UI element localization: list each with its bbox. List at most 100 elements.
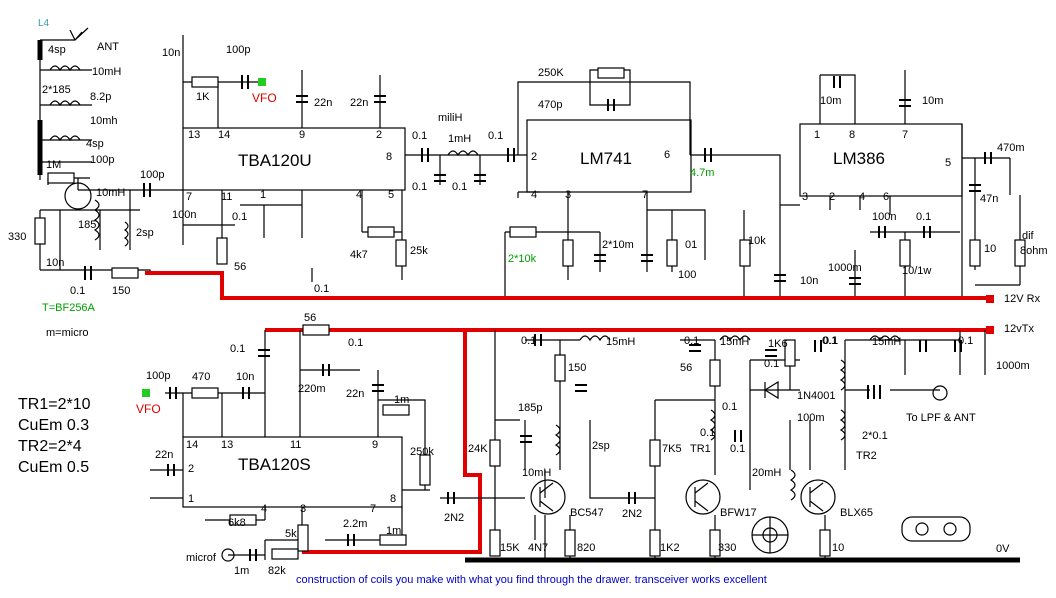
label-15mh-b: 15mH <box>720 336 749 348</box>
label-0.1-l: 0.1 <box>521 335 536 347</box>
label-0.1-q: 0.1 <box>700 427 715 439</box>
pin: 8 <box>386 151 392 163</box>
label-0.1-s: 0.1 <box>822 335 837 347</box>
label-10m: 10m <box>820 95 841 107</box>
pin: 6 <box>883 191 889 203</box>
label-0.1-f: 0.1 <box>412 181 427 193</box>
label-milih: miliH <box>438 112 462 124</box>
pin: 11 <box>221 191 232 203</box>
label-15mh-c: 15mH <box>872 336 901 348</box>
label-tr2: TR2 <box>856 450 877 462</box>
note-cuem1: CuEm 0.3 <box>18 417 89 434</box>
caption: construction of coils you make with what… <box>296 574 767 586</box>
label-22n-b: 22n <box>350 97 368 109</box>
label-100m: 100m <box>797 412 825 424</box>
label-12v-rx: 12V Rx <box>1004 293 1041 305</box>
label-4k7: 4k7 <box>350 249 368 261</box>
label-100p-c: 100p <box>226 44 250 56</box>
label-330: 330 <box>8 231 26 243</box>
label-56: 56 <box>234 261 246 273</box>
label-microf: microf <box>186 552 217 564</box>
label-10mh-d: 10mH <box>522 467 551 479</box>
label-10mh-c: 10mH <box>96 187 125 199</box>
ic-lm741 <box>526 119 692 193</box>
label-820: 820 <box>577 542 595 554</box>
label-150: 150 <box>112 285 130 297</box>
label-250k-b: 250k <box>410 446 434 458</box>
label-100p-d: 100p <box>146 370 170 382</box>
label-2n2-b: 2N2 <box>622 508 642 520</box>
pin: 7 <box>370 503 376 515</box>
label-0.1-k: 0.1 <box>348 337 363 349</box>
pin: 2 <box>531 151 537 163</box>
label-tr1: TR1 <box>690 443 711 455</box>
label-4n7: 4N7 <box>528 542 548 554</box>
note-tr1: TR1=2*10 <box>18 396 91 413</box>
label-1m-b: 1m <box>386 525 401 537</box>
label-0.1-p: 0.1 <box>722 401 737 413</box>
label-bfw17: BFW17 <box>720 507 757 519</box>
label-0.1-n: 0.1 <box>823 335 838 347</box>
component-labels: L4 ANT 4sp 10mH 2*185 8.2p 10mh 4sp 100p… <box>8 18 1048 577</box>
label-1000m: 1000m <box>828 262 862 274</box>
label-6k8: 6k8 <box>228 517 246 529</box>
rail-12v-rx <box>145 271 990 300</box>
label-56-c: 56 <box>680 362 692 374</box>
label-8ohm: 8ohm <box>1020 245 1048 257</box>
label-100: 100 <box>678 269 696 281</box>
pin: 3 <box>300 503 306 515</box>
label-10mh-b: 10mh <box>90 115 118 127</box>
label-01: 01 <box>685 239 697 251</box>
pin: 1 <box>814 129 820 141</box>
label-10-b: 10 <box>832 542 844 554</box>
ic-label-lm741: LM741 <box>580 149 632 168</box>
label-2sp: 2sp <box>136 227 154 239</box>
pin: 5 <box>945 157 951 169</box>
pin: 4 <box>531 189 537 201</box>
label-15mh: 15mH <box>606 336 635 348</box>
ic-label-tba120s: TBA120S <box>238 455 311 474</box>
label-vfo-b: VFO <box>136 402 161 416</box>
label-m-micro: m=micro <box>46 327 88 339</box>
label-330-b: 330 <box>718 542 736 554</box>
label-8p2: 8.2p <box>90 91 111 103</box>
label-10n: 10n <box>46 257 64 269</box>
label-185: 185 <box>78 219 96 231</box>
pin: 14 <box>186 439 198 451</box>
pin: 6 <box>664 149 670 161</box>
components <box>34 67 1026 560</box>
pin: 13 <box>188 129 200 141</box>
pin: 4 <box>859 191 865 203</box>
label-25k: 25k <box>410 245 428 257</box>
label-0.1-i: 0.1 <box>916 211 931 223</box>
ic-lm386 <box>799 123 963 197</box>
label-100p: 100p <box>90 154 114 166</box>
label-22n-d: 22n <box>155 449 173 461</box>
label-12v-tx: 12vTx <box>1004 323 1034 335</box>
label-15k: 15K <box>500 542 520 554</box>
label-vfo: VFO <box>252 91 277 105</box>
label-10n-c: 10n <box>800 275 818 287</box>
label-0.1-g: 0.1 <box>452 181 467 193</box>
label-0v: 0V <box>996 543 1010 555</box>
pin: 7 <box>186 191 192 203</box>
ic-label-tba120u: TBA120U <box>238 151 312 170</box>
label-0.1-r: 0.1 <box>730 443 745 455</box>
label-2x185: 2*185 <box>42 84 71 96</box>
label-0.1-o: 0.1 <box>764 358 779 370</box>
label-100p-b: 100p <box>140 169 164 181</box>
pin: 2 <box>376 129 382 141</box>
pin: 11 <box>290 439 301 451</box>
label-transistor-type: T=BF256A <box>42 302 96 314</box>
pin: 1 <box>260 189 266 201</box>
note-tr2: TR2=2*4 <box>18 438 82 455</box>
label-2x10k: 2*10k <box>508 253 537 265</box>
label-0.1-j: 0.1 <box>230 343 245 355</box>
label-10n-b: 10n <box>162 47 180 59</box>
capacitors <box>84 75 992 561</box>
label-0.1: 0.1 <box>70 285 85 297</box>
label-0.1-d: 0.1 <box>412 130 427 142</box>
pin: 9 <box>299 129 305 141</box>
label-47n: 47n <box>980 193 998 205</box>
